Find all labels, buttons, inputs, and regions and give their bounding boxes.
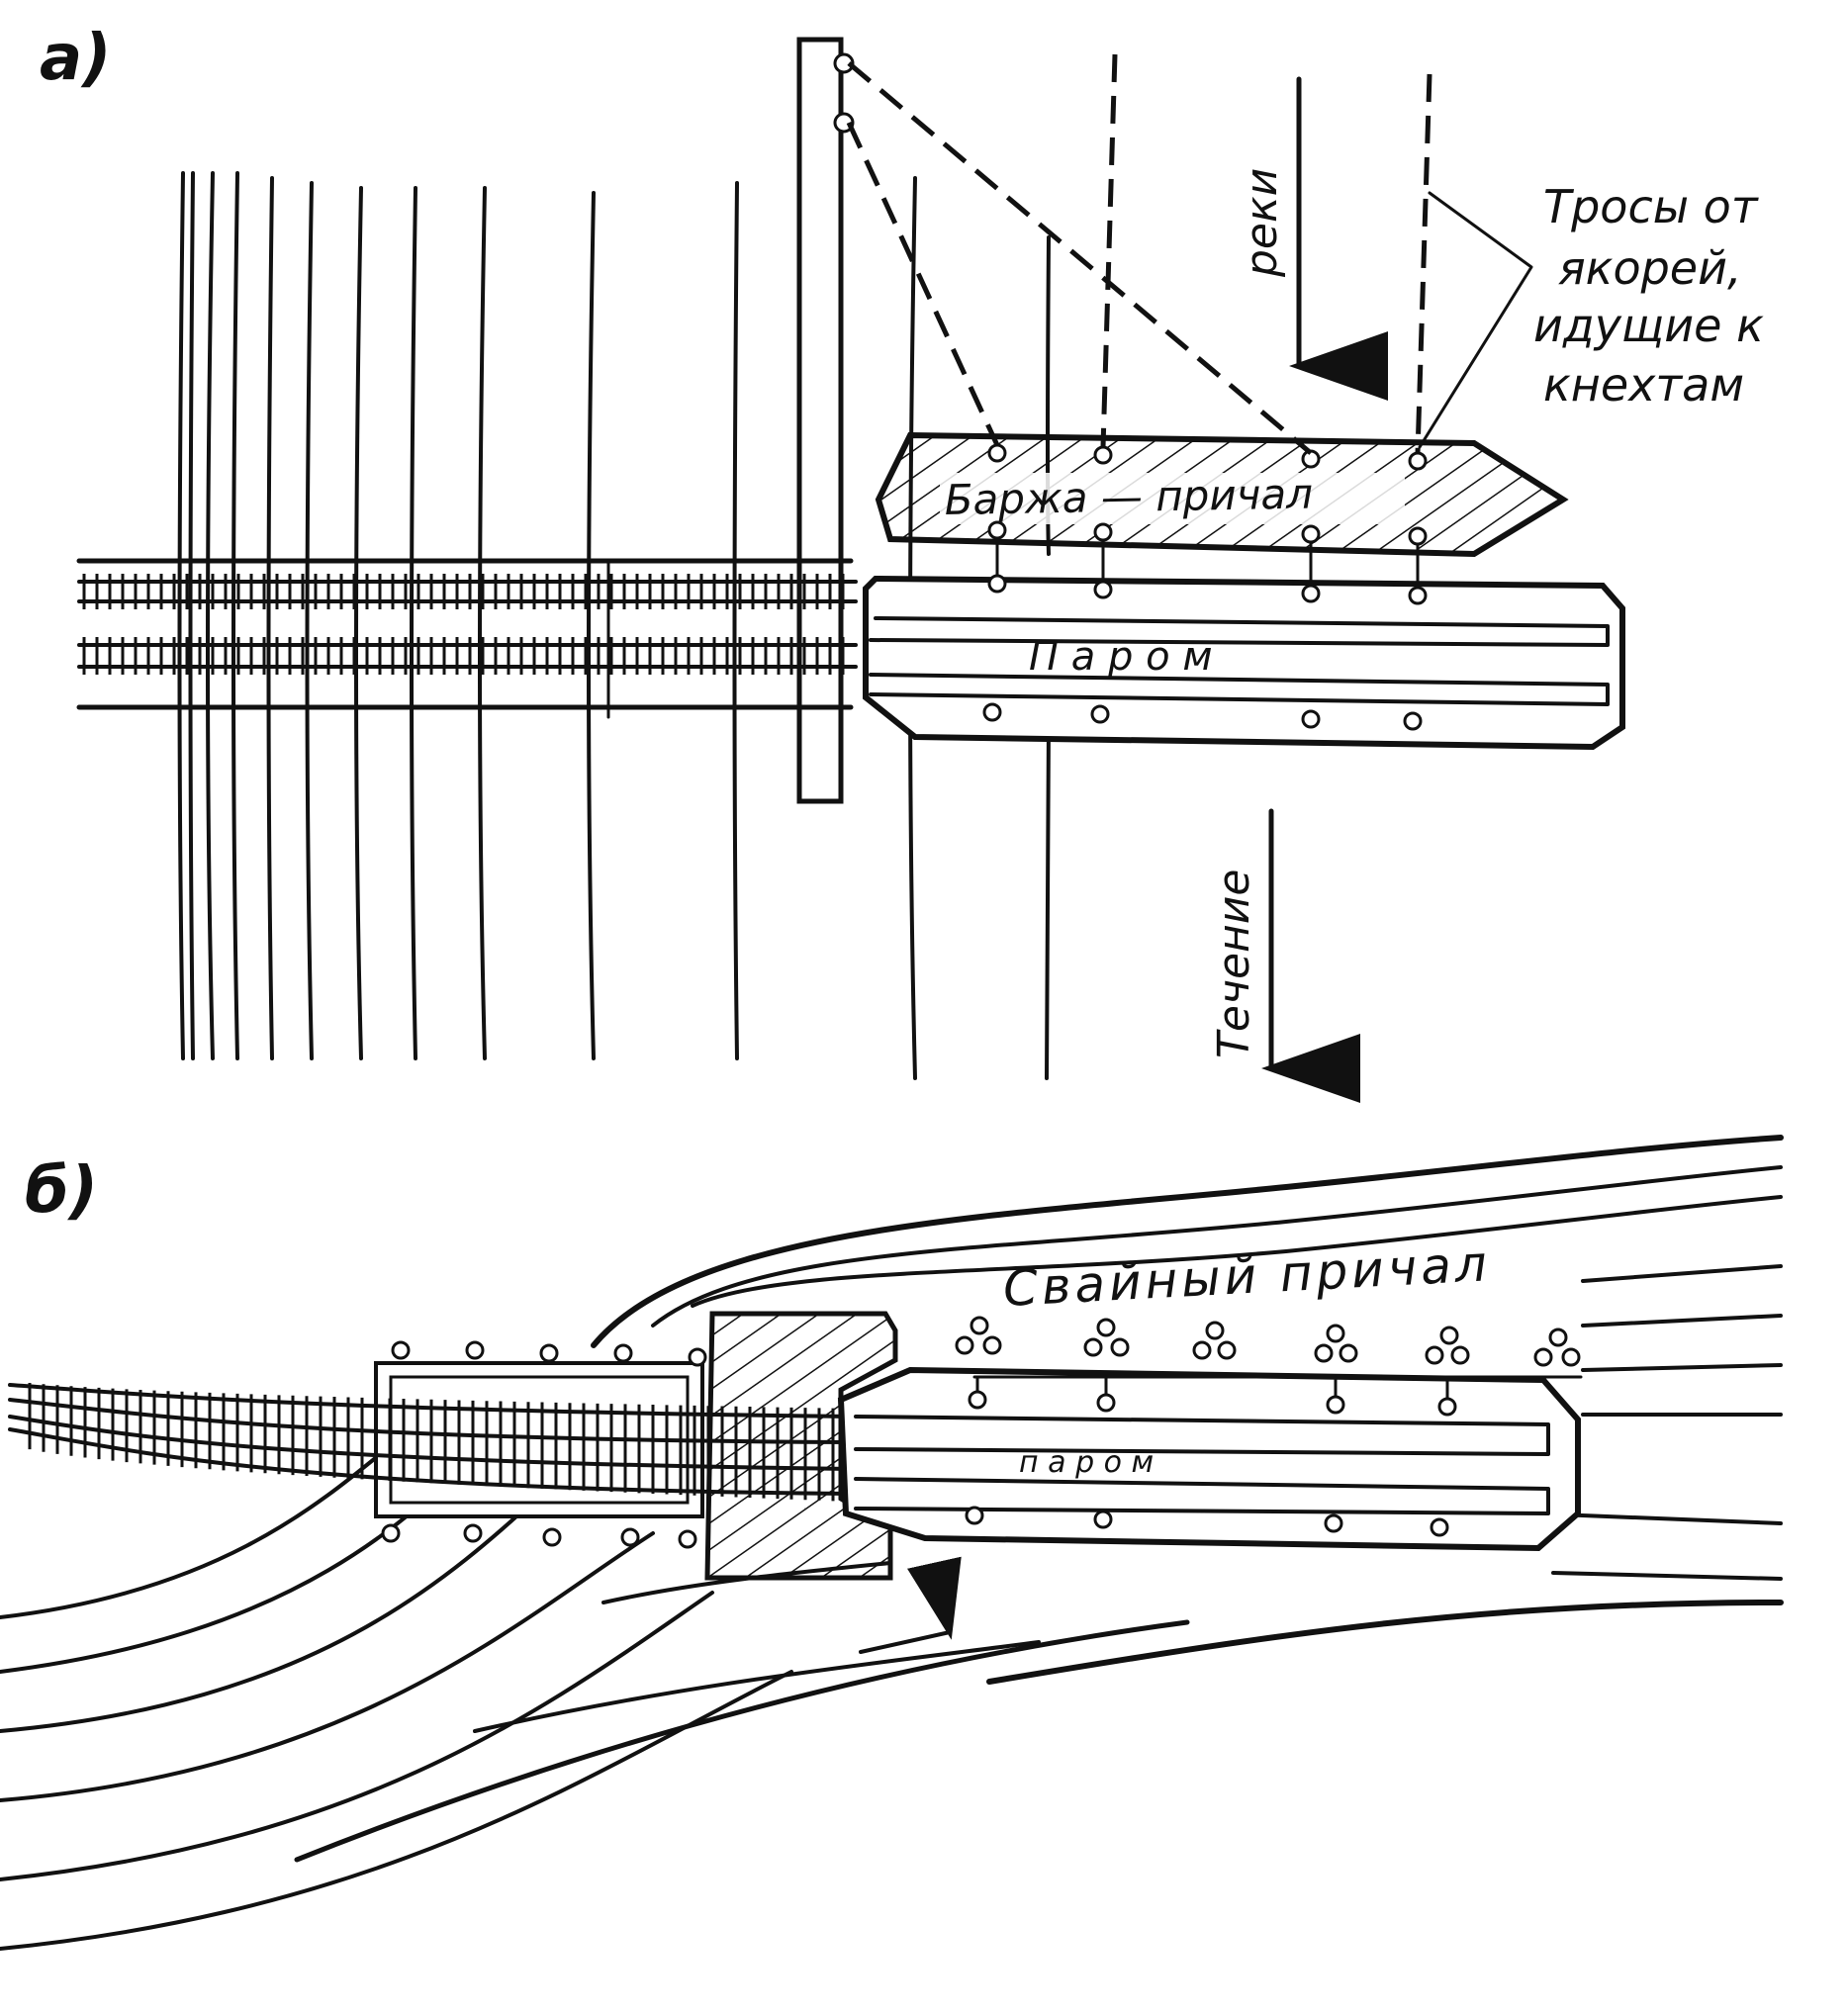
barge-label: Баржа — причал <box>944 470 1313 524</box>
railway-approach-b <box>8 1382 853 1502</box>
svg-text:якорей,: якорей, <box>1558 241 1742 295</box>
panel-b-label: б) <box>25 1154 98 1228</box>
panel-b: б) <box>0 1135 1784 1951</box>
ferry-a-label: П а р о м <box>1029 634 1213 680</box>
bollards-a <box>982 443 1428 731</box>
ferry-a <box>863 575 1625 751</box>
shore-beam <box>796 37 844 804</box>
svg-text:Тросы от: Тросы от <box>1543 180 1759 233</box>
beam-bollard-top <box>833 52 855 74</box>
panel-a: а) <box>40 22 1764 1103</box>
current-label-top: реки <box>1237 168 1287 278</box>
ferry-b-label: п а р о м <box>1019 1445 1154 1480</box>
railway-approach-a <box>76 558 858 719</box>
ferry-b <box>837 1366 1581 1552</box>
cables-label: Тросы от якорей, идущие к кнехтам <box>1533 180 1764 412</box>
pier-label: Свайный причал <box>1002 1235 1493 1318</box>
current-label-bottom: Течение <box>1209 870 1259 1058</box>
svg-text:кнехтам: кнехтам <box>1543 358 1744 412</box>
panel-a-label: а) <box>40 22 111 95</box>
piles-b <box>381 1316 1581 1549</box>
anchor-cables <box>846 53 1432 455</box>
svg-text:идущие к: идущие к <box>1533 299 1764 352</box>
